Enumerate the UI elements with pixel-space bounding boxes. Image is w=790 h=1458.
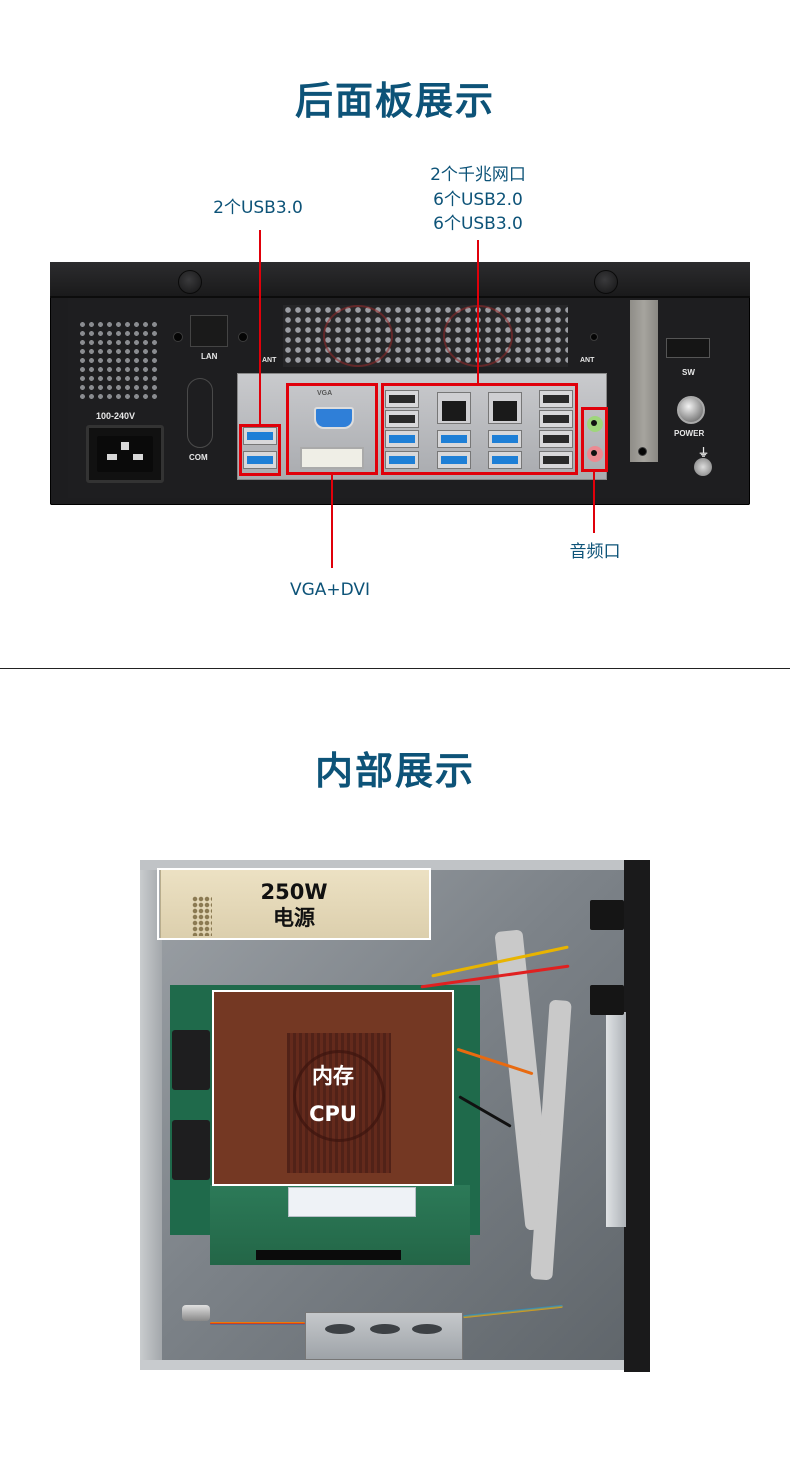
antenna-hole-right-icon	[238, 332, 248, 342]
leader-io-group	[477, 240, 479, 385]
audio-line-out-jack[interactable]	[587, 416, 603, 432]
m2-ssd	[288, 1187, 416, 1217]
com-knockout	[187, 378, 213, 448]
usb3-port-4[interactable]	[437, 451, 471, 469]
cable-power-button	[210, 1322, 305, 1325]
socket-pin-left-icon	[107, 454, 117, 460]
psu-vent-grid	[78, 320, 160, 400]
audio-mic-jack[interactable]	[587, 446, 603, 462]
usb3-port-2[interactable]	[385, 451, 419, 469]
rear-panel-title: 后面板展示	[294, 79, 495, 123]
psu-highlight: 250W 电源	[157, 868, 431, 940]
cpu-memory-highlight: 内存 CPU	[212, 990, 454, 1186]
fan-left-icon	[323, 305, 393, 367]
lan-port-2[interactable]	[488, 392, 522, 424]
psu-wattage: 250W	[260, 880, 328, 904]
voltage-label: 100-240V	[96, 411, 136, 421]
callout-io-lan: 2个千兆网口	[430, 165, 526, 185]
case-wall-bottom	[140, 1360, 630, 1370]
leader-audio	[593, 471, 595, 533]
pcie-slot	[256, 1250, 401, 1260]
tray-hole-3-icon	[412, 1324, 442, 1334]
com-label: COM	[189, 453, 208, 462]
leader-usb-left	[259, 230, 261, 426]
usb2-port-1[interactable]	[385, 390, 419, 408]
tray-hole-2-icon	[370, 1324, 400, 1334]
interior-title: 内部展示	[314, 749, 475, 793]
side-rail	[606, 1012, 626, 1227]
socket-pin-ground-icon	[121, 442, 129, 450]
cpu-label: CPU	[309, 1102, 357, 1126]
highlight-audio	[581, 407, 608, 472]
socket-pin-right-icon	[133, 454, 143, 460]
pci-slot-bracket	[630, 300, 658, 462]
power-switch-connector-icon	[182, 1305, 210, 1321]
usb3-port-5[interactable]	[488, 430, 522, 448]
front-usb-connector-2-icon	[590, 985, 624, 1015]
usb2-port-2[interactable]	[385, 410, 419, 428]
usb3-port-1[interactable]	[385, 430, 419, 448]
case-wall-left	[140, 860, 162, 1370]
antenna-hole-left-icon	[173, 332, 183, 342]
ground-symbol-icon: ⏚	[698, 447, 709, 459]
ac-socket-recess	[97, 436, 153, 472]
lan-port-1[interactable]	[437, 392, 471, 424]
ac-power-socket[interactable]	[86, 425, 164, 483]
bracket-screw-hole-icon	[638, 447, 647, 456]
psu-vent-holes-icon	[192, 896, 212, 936]
hdd-tray	[305, 1312, 463, 1360]
callout-audio: 音频口	[569, 542, 621, 562]
power-label: POWER	[674, 429, 705, 438]
thumbscrew-right-icon	[594, 270, 618, 294]
usb2-port-4[interactable]	[539, 410, 573, 428]
ground-screw-icon	[694, 458, 712, 476]
usb3-port-3[interactable]	[437, 430, 471, 448]
memory-label: 内存	[312, 1064, 354, 1088]
usb2-port-5[interactable]	[539, 430, 573, 448]
leader-video	[331, 474, 333, 568]
front-usb-connector-1-icon	[590, 900, 624, 930]
case-fan-bottom-icon	[172, 1120, 210, 1180]
usb2-port-6[interactable]	[539, 451, 573, 469]
dvi-port[interactable]	[300, 447, 364, 469]
highlight-io-group	[381, 383, 578, 475]
vga-label: VGA	[317, 390, 333, 397]
case-fan-top-icon	[172, 1030, 210, 1090]
cpu-fan-icon	[293, 1050, 385, 1142]
ant-label-left: ANT	[262, 357, 277, 364]
usb3-port-left-2[interactable]	[243, 451, 277, 469]
psu-label: 电源	[273, 906, 315, 930]
section-divider	[0, 668, 790, 669]
usb3-port-6[interactable]	[488, 451, 522, 469]
tray-hole-1-icon	[325, 1324, 355, 1334]
usb3-port-left-1[interactable]	[243, 427, 277, 445]
case-frame-right	[624, 860, 650, 1372]
thumbscrew-left-icon	[178, 270, 202, 294]
sw-knockout	[666, 338, 710, 358]
callout-video: VGA+DVI	[289, 580, 371, 600]
callout-io-usb2: 6个USB2.0	[433, 190, 523, 210]
chassis-top-lip	[50, 262, 750, 298]
power-button[interactable]	[677, 396, 705, 424]
highlight-usb-left	[239, 424, 281, 476]
callout-usb-left: 2个USB3.0	[213, 198, 303, 218]
ant-label-right: ANT	[580, 357, 595, 364]
vga-port[interactable]	[314, 407, 354, 429]
usb2-port-3[interactable]	[539, 390, 573, 408]
callout-io-usb3: 6个USB3.0	[433, 214, 523, 234]
sw-label: SW	[682, 368, 695, 377]
lan-knockout	[190, 315, 228, 347]
highlight-video-ports	[286, 383, 378, 475]
case-wall-top	[140, 860, 630, 870]
antenna-hole-right2-icon	[590, 333, 598, 341]
lan-label: LAN	[201, 352, 218, 361]
